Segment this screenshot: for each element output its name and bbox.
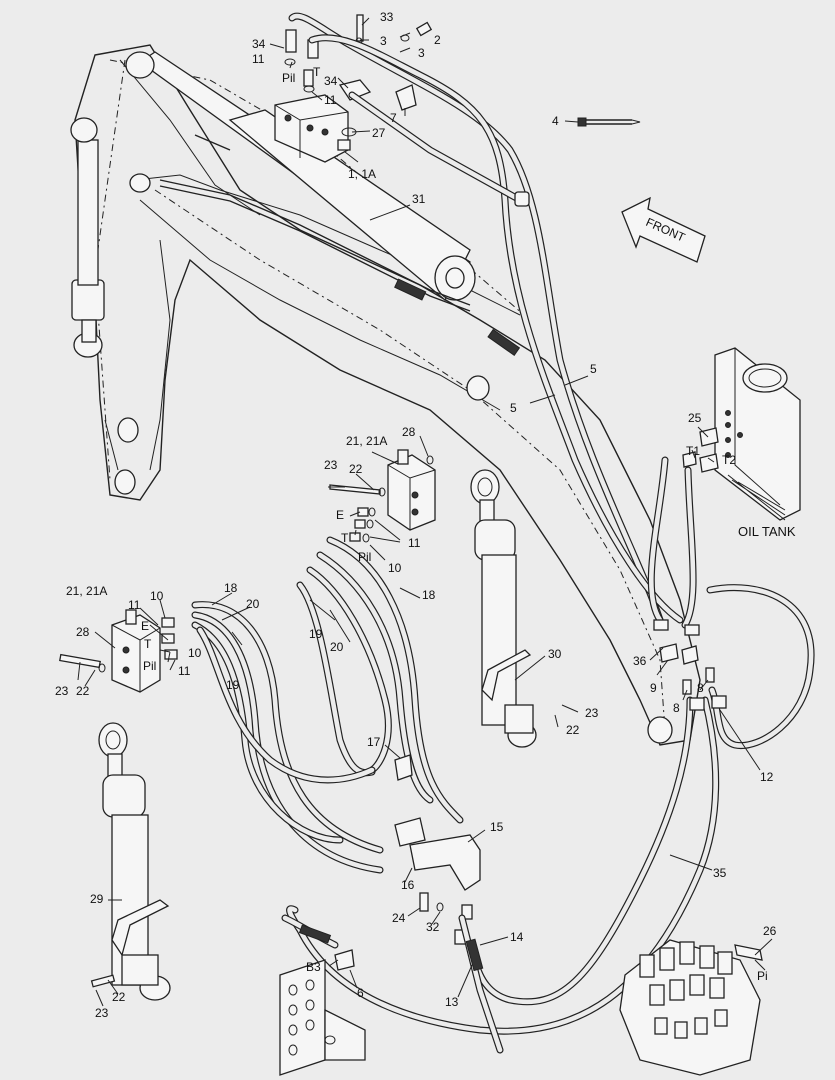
callout-18b: 18 — [422, 588, 436, 602]
callout-34a: 34 — [252, 37, 266, 51]
callout-22d: 22 — [112, 990, 126, 1004]
arm-cylinder — [70, 117, 105, 358]
leader-lines — [77, 17, 773, 1007]
callout-20a: 20 — [246, 597, 260, 611]
callout-19b: 19 — [309, 627, 323, 641]
callout-16: 16 — [401, 878, 415, 892]
callout-21-left: 21, 21A — [66, 584, 107, 598]
callout-pi: Pi — [757, 969, 768, 983]
callout-10-mid: 10 — [388, 561, 402, 575]
callout-11b: 11 — [324, 93, 337, 107]
callout-31: 31 — [412, 192, 426, 206]
callout-2: 2 — [434, 33, 441, 47]
callout-7: 7 — [390, 111, 397, 125]
callout-23c: 23 — [585, 706, 599, 720]
pin-part-4 — [577, 117, 641, 127]
callout-1-1a: 1, 1A — [348, 167, 376, 181]
callout-28-mid: 28 — [402, 425, 416, 439]
callout-21-mid: 21, 21A — [346, 434, 387, 448]
callout-9: 9 — [650, 681, 657, 695]
callout-t-top: T — [313, 65, 321, 79]
top-fittings — [284, 14, 433, 137]
callout-14: 14 — [510, 930, 524, 944]
callout-3b: 3 — [418, 46, 425, 60]
callout-4: 4 — [552, 114, 559, 128]
callout-12: 12 — [760, 770, 774, 784]
callout-28-left: 28 — [76, 625, 90, 639]
callout-11-left: 11 — [128, 598, 141, 612]
callout-15: 15 — [490, 820, 504, 834]
boom-hoses — [288, 12, 684, 624]
callout-30: 30 — [548, 647, 562, 661]
callout-11e: 11 — [178, 664, 191, 678]
callout-29: 29 — [90, 892, 104, 906]
boom-structure — [74, 44, 701, 746]
control-valve-assembly — [619, 939, 763, 1076]
callout-25: 25 — [688, 411, 702, 425]
callout-10c: 10 — [188, 646, 202, 660]
left-hoses — [191, 601, 384, 874]
callout-pil-left: Pil — [143, 659, 156, 673]
callout-b3: B3 — [306, 960, 321, 974]
callout-22c: 22 — [566, 723, 580, 737]
hose-13-14 — [281, 914, 504, 1054]
callout-17: 17 — [367, 735, 381, 749]
tank-fittings — [682, 427, 719, 473]
callout-23-left: 23 — [55, 684, 69, 698]
callout-8a: 8 — [673, 701, 680, 715]
callout-5b: 5 — [510, 401, 517, 415]
callout-t-left: T — [144, 637, 152, 651]
oil-tank — [714, 347, 801, 521]
callout-11-mid: 11 — [408, 536, 421, 550]
callout-32: 32 — [426, 920, 440, 934]
left-cylinder — [90, 722, 171, 1001]
bracket-part-15 — [394, 754, 481, 945]
callout-26: 26 — [763, 924, 777, 938]
callout-23d: 23 — [95, 1006, 109, 1020]
callout-22-mid: 22 — [349, 462, 363, 476]
callout-20b: 20 — [330, 640, 344, 654]
callout-8b: 8 — [697, 681, 704, 695]
callout-22-left: 22 — [76, 684, 90, 698]
callout-35: 35 — [713, 866, 727, 880]
callout-6: 6 — [357, 986, 364, 1000]
callout-27: 27 — [372, 126, 386, 140]
oil-tank-label: OIL TANK — [738, 524, 796, 539]
callout-23-mid: 23 — [324, 458, 338, 472]
top-valve-block — [274, 94, 351, 163]
callout-3a: 3 — [380, 34, 387, 48]
callout-36: 36 — [633, 654, 647, 668]
callout-e-left: E — [141, 619, 149, 633]
callout-pil-top: Pil — [282, 71, 295, 85]
callout-pil-mid: Pil — [358, 550, 371, 564]
callout-labels: 33 2 3 3 34 11 Pil T 34 11 27 7 4 1, 1A … — [55, 10, 796, 1020]
front-direction-arrow: FRONT — [621, 196, 706, 263]
left-valve-block — [59, 609, 178, 693]
callout-10-left: 10 — [150, 589, 164, 603]
callout-24: 24 — [392, 911, 406, 925]
middle-hoses — [296, 536, 464, 824]
middle-cylinder — [470, 469, 537, 748]
callout-t1: T1 — [686, 444, 700, 458]
callout-11a: 11 — [252, 52, 265, 66]
callout-18a: 18 — [224, 581, 238, 595]
bracket-plate-b3 — [279, 949, 366, 1076]
callout-13: 13 — [445, 995, 459, 1009]
steel-pipe-line — [159, 179, 521, 356]
callout-e-mid: E — [336, 508, 344, 522]
callout-t2: T2 — [722, 453, 736, 467]
callout-t-mid: T — [341, 531, 349, 545]
callout-19a: 19 — [226, 678, 240, 692]
hose-junction-fittings — [653, 619, 727, 711]
middle-valve-block — [329, 449, 436, 543]
callout-5a: 5 — [590, 362, 597, 376]
callout-34b: 34 — [324, 74, 338, 88]
boom-cylinder — [125, 51, 476, 302]
callout-33: 33 — [380, 10, 394, 24]
